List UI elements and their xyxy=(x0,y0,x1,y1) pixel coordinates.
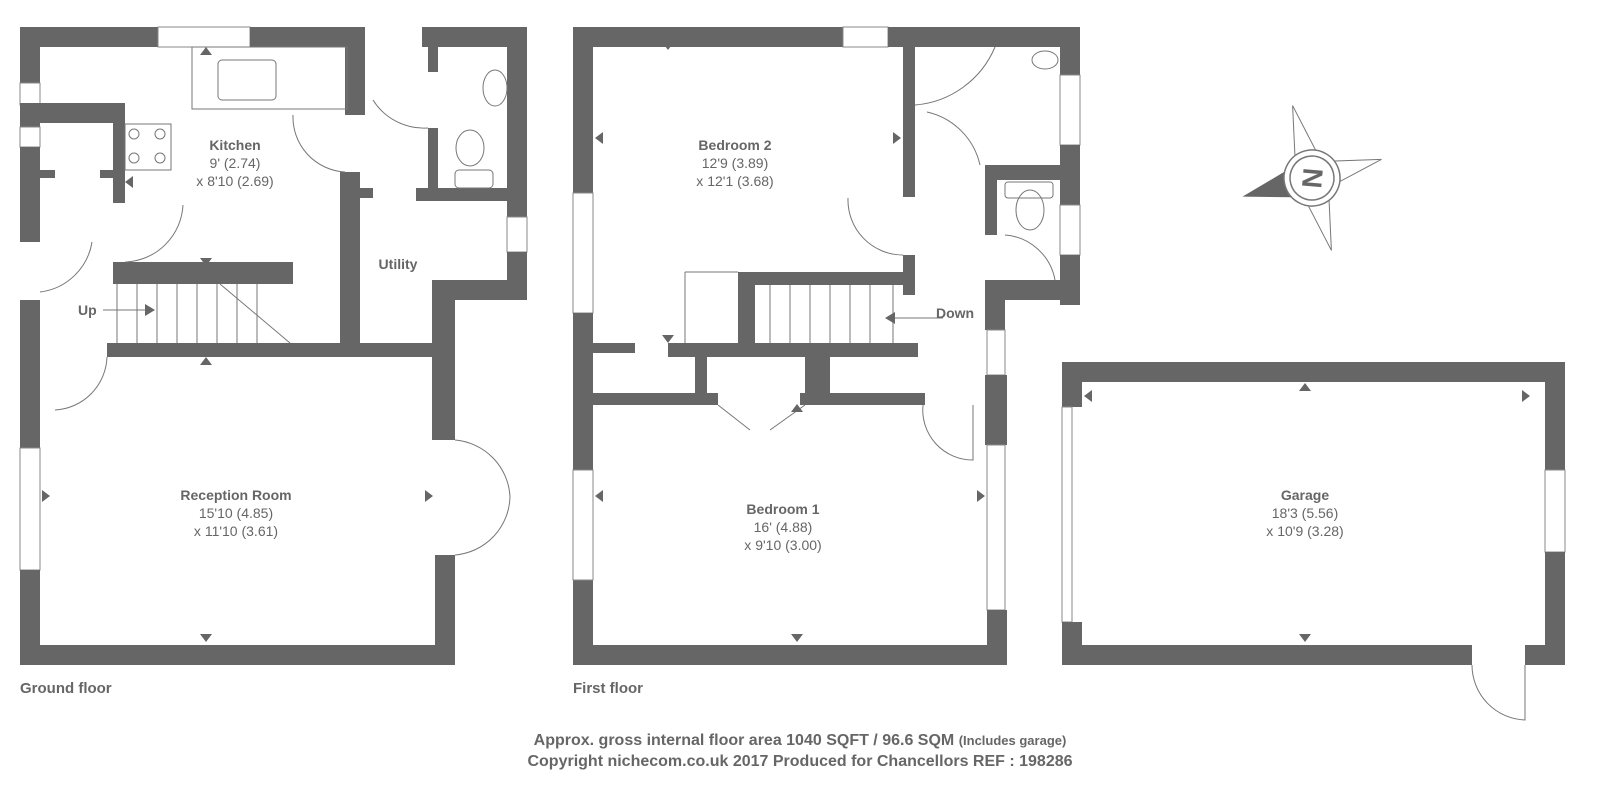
room-name: Garage xyxy=(1280,487,1330,503)
first-floor-title: First floor xyxy=(573,680,643,697)
first-floor-walls xyxy=(572,26,1081,665)
room-name: Bedroom 2 xyxy=(698,137,772,153)
stairs-down-label: Down xyxy=(936,305,975,321)
room-label-reception: Reception Room 15'10 (4.85) x 11'10 (3.6… xyxy=(180,486,291,540)
room-label-utility: Utility xyxy=(379,255,418,273)
ground-floor-title: Ground floor xyxy=(20,680,112,697)
footer-area: Approx. gross internal floor area 1040 S… xyxy=(0,730,1600,751)
room-label-garage: Garage 18'3 (5.56) x 10'9 (3.28) xyxy=(1266,486,1343,540)
floor-area-text: Approx. gross internal floor area 1040 S… xyxy=(533,732,955,749)
room-name: Utility xyxy=(378,256,418,272)
room-dimension: 9' (2.74) xyxy=(209,155,261,171)
room-label-bedroom-1: Bedroom 1 16' (4.88) x 9'10 (3.00) xyxy=(744,500,821,554)
room-dimension: x 8'10 (2.69) xyxy=(196,173,274,189)
stairs-up-label: Up xyxy=(78,302,97,318)
room-dimension: 18'3 (5.56) xyxy=(1271,505,1339,521)
room-name: Reception Room xyxy=(180,487,292,503)
compass-north-icon: N xyxy=(1242,105,1382,251)
room-name: Bedroom 1 xyxy=(746,501,820,517)
room-dimension: x 11'10 (3.61) xyxy=(193,523,279,539)
room-dimension: x 10'9 (3.28) xyxy=(1266,523,1344,539)
room-label-bedroom-2: Bedroom 2 12'9 (3.89) x 12'1 (3.68) xyxy=(696,136,773,190)
room-name: Kitchen xyxy=(209,137,261,153)
compass-letter: N xyxy=(1296,167,1329,190)
room-dimension: 12'9 (3.89) xyxy=(701,155,769,171)
ground-floor-walls xyxy=(19,26,528,665)
ground-floor-fixtures xyxy=(39,46,511,642)
garage-walls xyxy=(1061,362,1566,721)
first-floor-fixtures xyxy=(595,42,1059,642)
room-dimension: x 12'1 (3.68) xyxy=(696,173,774,189)
floor-area-note: (Includes garage) xyxy=(958,733,1067,748)
room-label-kitchen: Kitchen 9' (2.74) x 8'10 (2.69) xyxy=(196,136,273,190)
room-dimension: 15'10 (4.85) xyxy=(198,505,274,521)
room-dimension: 16' (4.88) xyxy=(753,519,813,535)
room-dimension: x 9'10 (3.00) xyxy=(744,537,822,553)
footer-copyright: Copyright nichecom.co.uk 2017 Produced f… xyxy=(527,753,1073,770)
